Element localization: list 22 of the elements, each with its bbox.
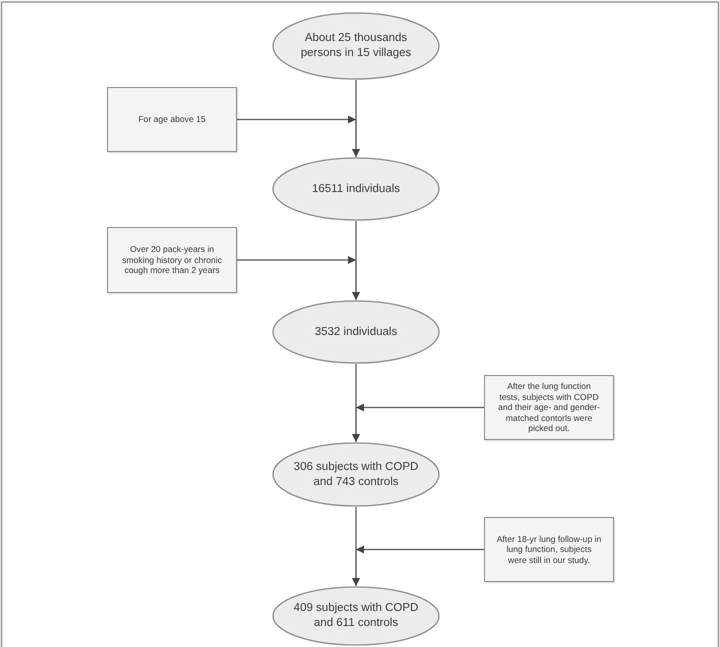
ellipse-node (272, 300, 440, 364)
ellipse-node (272, 12, 440, 80)
box-text: For age above 15 (138, 114, 206, 125)
node-text: 306 subjects with COPD and 743 controls (292, 460, 420, 490)
node-text: 3532 individuals (314, 324, 398, 340)
ellipse-node (272, 586, 440, 646)
criteria-box (107, 87, 237, 152)
box-text: After 18-yr lung follow-up in lung function, subjects were still in our study. (496, 534, 602, 566)
arrow (352, 404, 484, 442)
box-text: After the lung function tests, subjects with COPD and their age- and gender-matched contorls were picked out. (497, 381, 601, 434)
box-text: Over 20 pack-years in smoking history or chronic cough more than 2 years (121, 244, 223, 276)
arrow (352, 546, 484, 586)
criteria-box (107, 227, 237, 293)
criteria-box (484, 517, 614, 582)
criteria-box (484, 375, 614, 440)
node-text: 409 subjects with COPD and 611 controls (292, 601, 420, 631)
node-text: 16511 individuals (312, 182, 400, 196)
node-text: About 25 thousands persons in 15 villages (300, 31, 412, 61)
arrow (237, 116, 360, 157)
arrow (237, 256, 360, 300)
ellipse-node (272, 442, 440, 507)
ellipse-node (272, 157, 440, 221)
